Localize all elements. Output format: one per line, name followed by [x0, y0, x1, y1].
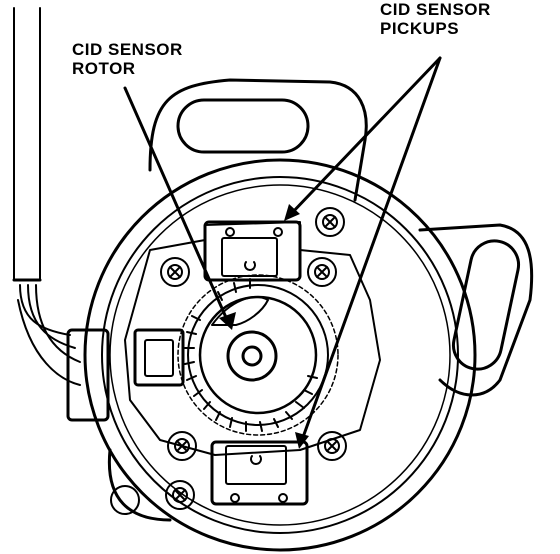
side-block	[133, 328, 185, 387]
pickup-arrowhead-upper	[284, 204, 300, 221]
pickup-leader-line-upper	[288, 56, 442, 217]
wiring-harness	[12, 7, 110, 422]
base-plate	[124, 221, 381, 456]
cid-sensor-pickups-label: CID SENSOR PICKUPS	[380, 0, 491, 38]
cid-sensor-rotor	[177, 274, 339, 436]
rotor-label-line1: CID SENSOR	[72, 40, 183, 59]
leader-lines	[123, 56, 442, 442]
rotor-arrowhead	[219, 312, 236, 330]
cid-sensor-rotor-label: CID SENSOR ROTOR	[72, 40, 183, 78]
mounting-screws	[160, 207, 347, 510]
rotor-gear-teeth	[184, 278, 318, 432]
rotor-label-line2: ROTOR	[72, 59, 136, 78]
arrowheads	[219, 204, 309, 449]
upper-mount-tab	[148, 78, 368, 202]
pickups-label-line2: PICKUPS	[380, 19, 460, 38]
distributor-housing	[83, 158, 477, 552]
lower-pickup	[210, 440, 309, 506]
pickup-arrowhead-lower	[295, 432, 309, 449]
rotor-leader-line	[123, 86, 230, 324]
upper-pickup	[203, 220, 302, 282]
right-mount-tab	[418, 223, 534, 397]
pickups-label-line1: CID SENSOR	[380, 0, 491, 19]
pickup-leader-line-lower	[300, 56, 442, 442]
